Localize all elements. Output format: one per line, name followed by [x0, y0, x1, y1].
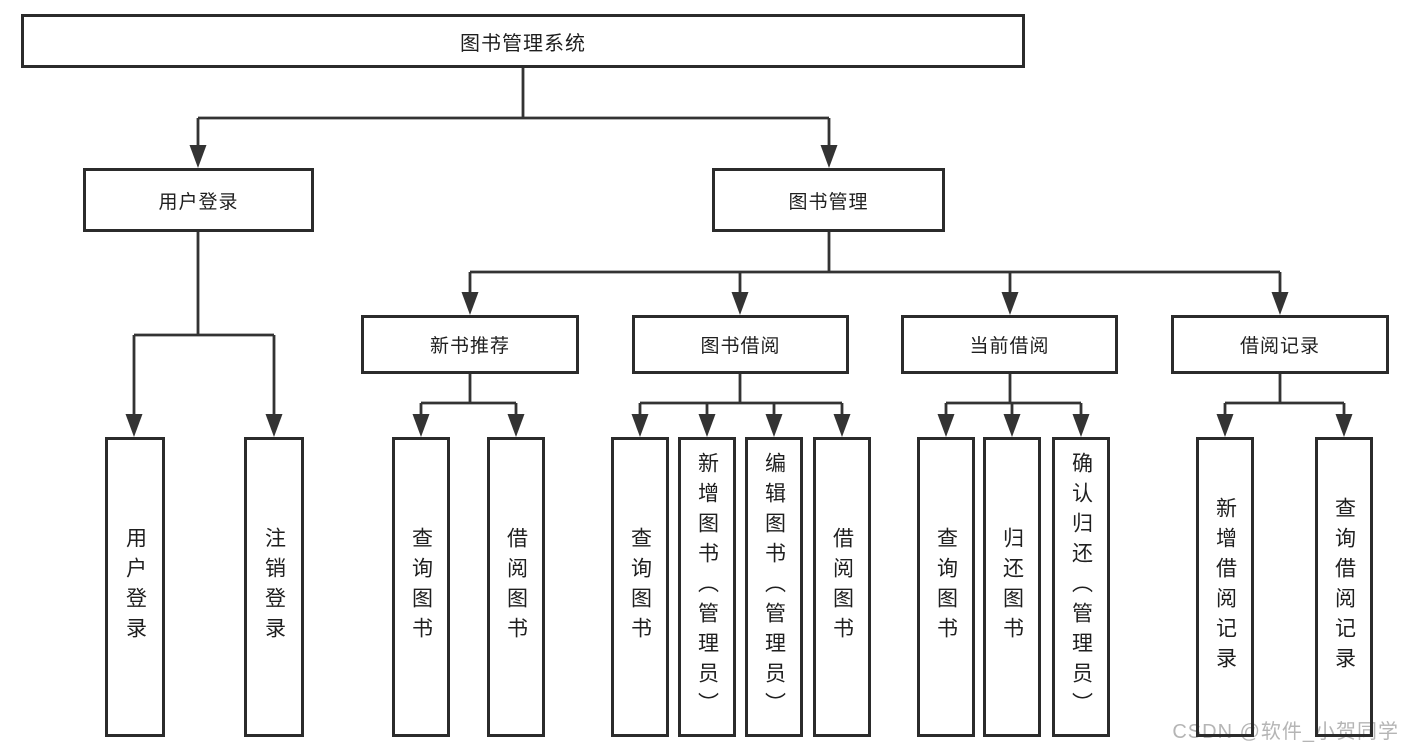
arrowhead: [412, 414, 430, 437]
node-user-login: 用户登录: [83, 168, 314, 232]
leaf-current-return: 归还图书: [983, 437, 1041, 737]
leaf-user-login: 用户登录: [105, 437, 165, 737]
leaf-borrow-edit-book: 编辑图书（管理员）: [745, 437, 803, 737]
node-root: 图书管理系统: [21, 14, 1025, 68]
node-new-book-recommend-label: 新书推荐: [429, 336, 510, 357]
arrowhead: [461, 292, 479, 315]
leaf-newbooks-borrow-label: 借阅图书: [504, 527, 528, 647]
arrowhead: [731, 292, 749, 315]
arrowhead: [631, 414, 649, 437]
arrowhead: [1001, 292, 1019, 315]
arrowhead: [820, 145, 838, 168]
leaf-records-add: 新增借阅记录: [1196, 437, 1254, 737]
leaf-logout: 注销登录: [244, 437, 304, 737]
leaf-current-query-label: 查询图书: [934, 527, 958, 647]
node-book-borrow-label: 图书借阅: [700, 336, 781, 357]
leaf-records-query: 查询借阅记录: [1315, 437, 1373, 737]
leaf-borrow-query: 查询图书: [611, 437, 669, 737]
node-book-management: 图书管理: [712, 168, 945, 232]
leaf-borrow-add-book-label: 新增图书（管理员）: [695, 452, 719, 722]
leaf-newbooks-query-label: 查询图书: [409, 527, 433, 647]
leaf-user-login-label: 用户登录: [123, 527, 147, 647]
node-book-borrow: 图书借阅: [632, 315, 849, 374]
node-borrow-records: 借阅记录: [1171, 315, 1389, 374]
arrowhead: [507, 414, 525, 437]
leaf-newbooks-query: 查询图书: [392, 437, 450, 737]
node-current-borrow-label: 当前借阅: [969, 336, 1050, 357]
node-book-management-label: 图书管理: [788, 191, 869, 213]
arrowhead: [765, 414, 783, 437]
leaf-current-confirm-return-label: 确认归还（管理员）: [1069, 452, 1093, 722]
arrowheads-group: [125, 145, 1353, 437]
arrowhead: [1335, 414, 1353, 437]
arrowhead: [698, 414, 716, 437]
leaf-current-return-label: 归还图书: [1000, 527, 1024, 647]
tree-edges: [132, 68, 1346, 420]
arrowhead: [937, 414, 955, 437]
arrowhead: [1003, 414, 1021, 437]
leaf-borrow-borrow-book-label: 借阅图书: [830, 527, 854, 647]
arrowhead: [1271, 292, 1289, 315]
leaf-borrow-query-label: 查询图书: [628, 527, 652, 647]
leaf-current-confirm-return: 确认归还（管理员）: [1052, 437, 1110, 737]
node-new-book-recommend: 新书推荐: [361, 315, 579, 374]
arrowhead: [125, 414, 143, 437]
leaf-logout-label: 注销登录: [262, 527, 286, 647]
leaf-borrow-add-book: 新增图书（管理员）: [678, 437, 736, 737]
node-current-borrow: 当前借阅: [901, 315, 1118, 374]
node-root-label: 图书管理系统: [460, 32, 586, 55]
node-user-login-label: 用户登录: [158, 191, 239, 213]
leaf-current-query: 查询图书: [917, 437, 975, 737]
arrowhead: [1216, 414, 1234, 437]
arrowhead: [189, 145, 207, 168]
leaf-borrow-edit-book-label: 编辑图书（管理员）: [762, 452, 786, 722]
arrowhead: [265, 414, 283, 437]
arrowhead: [1072, 414, 1090, 437]
leaf-borrow-borrow-book: 借阅图书: [813, 437, 871, 737]
leaf-newbooks-borrow: 借阅图书: [487, 437, 545, 737]
arrowhead: [833, 414, 851, 437]
node-borrow-records-label: 借阅记录: [1239, 336, 1320, 357]
leaf-records-add-label: 新增借阅记录: [1213, 497, 1237, 677]
leaf-records-query-label: 查询借阅记录: [1332, 497, 1356, 677]
watermark: CSDN @软件_小贺同学: [1172, 721, 1399, 743]
